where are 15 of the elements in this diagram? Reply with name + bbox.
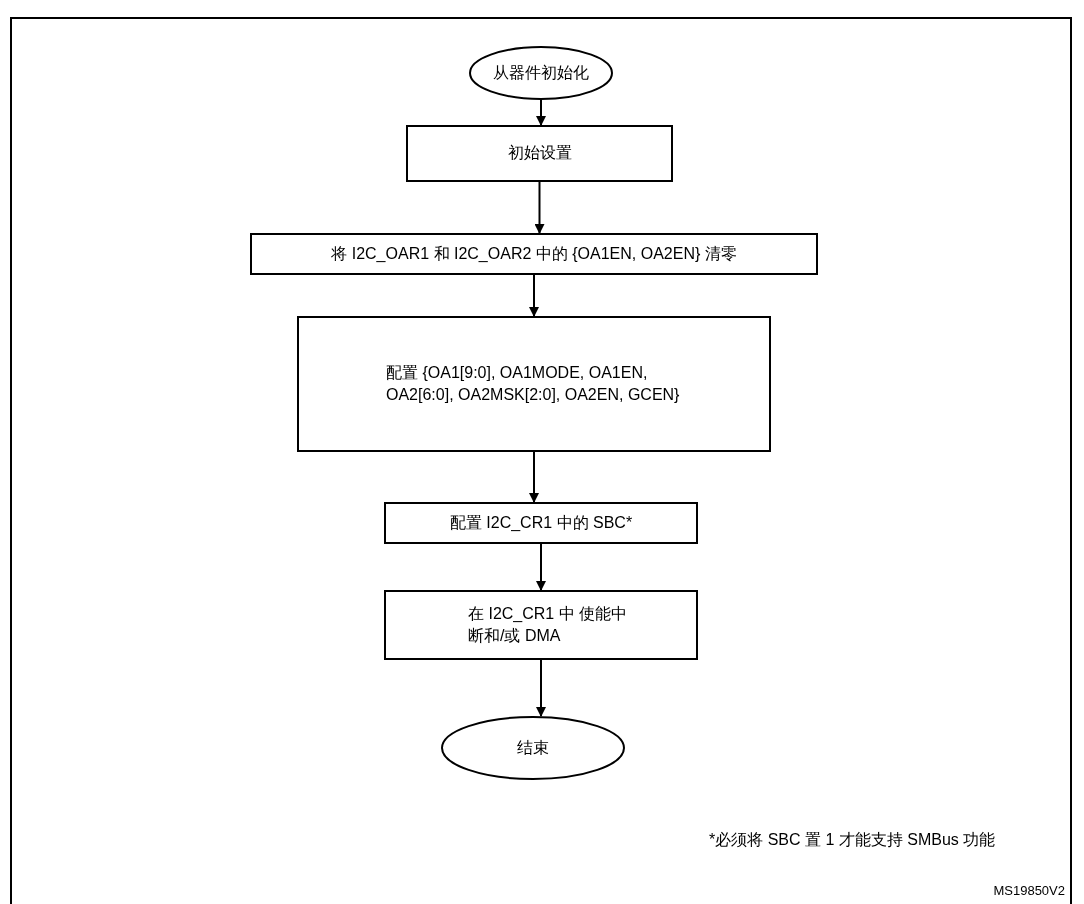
terminal-text: 结束 <box>517 737 549 758</box>
arrow <box>536 659 546 717</box>
process-box: 配置 I2C_CR1 中的 SBC* <box>384 502 698 544</box>
arrow <box>534 181 545 234</box>
figure-id: MS19850V2 <box>993 883 1065 898</box>
terminal-text: 从器件初始化 <box>493 62 589 83</box>
arrow <box>529 274 539 317</box>
process-box: 在 I2C_CR1 中 使能中断和/或 DMA <box>384 590 698 660</box>
arrow <box>529 451 539 503</box>
process-box: 初始设置 <box>406 125 673 182</box>
process-box: 将 I2C_OAR1 和 I2C_OAR2 中的 {OA1EN, OA2EN} 清零 <box>250 233 818 275</box>
arrow <box>536 99 546 126</box>
footnote: *必须将 SBC 置 1 才能支持 SMBus 功能 <box>709 830 996 850</box>
arrow <box>536 543 546 591</box>
process-box: 配置 {OA1[9:0], OA1MODE, OA1EN, OA2[6:0], OA2MSK[2:0], OA2EN, GCEN} <box>297 316 771 452</box>
